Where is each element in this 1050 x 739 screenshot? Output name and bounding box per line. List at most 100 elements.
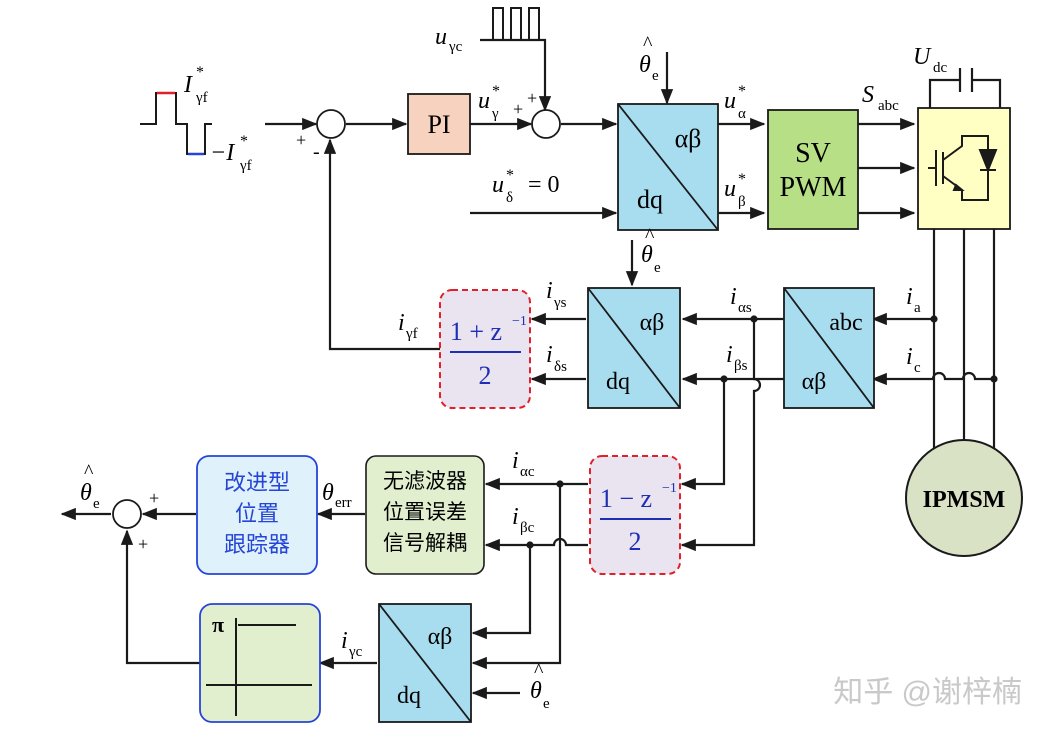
- decouple-line-2: 位置误差: [383, 501, 467, 524]
- i-a-label: i: [906, 284, 913, 310]
- u-alpha-label: u: [724, 88, 736, 114]
- polarity-compensation-block: π: [199, 603, 321, 723]
- iref-neg-star: *: [240, 133, 248, 150]
- feedback-park-top-label: αβ: [640, 310, 665, 336]
- s-abc-label: S: [862, 82, 874, 108]
- i-bs-sub: βs: [734, 358, 748, 374]
- ipmsm-motor: IPMSM: [905, 439, 1023, 557]
- reference-step-waveform: [140, 91, 212, 156]
- inverter-block: [917, 107, 1011, 230]
- lpf-denominator: 2: [479, 361, 492, 390]
- theta-hat-mid-caret: ^: [645, 225, 655, 247]
- i-gs-label: i: [546, 278, 553, 304]
- lpf-exponent: −1: [512, 314, 527, 329]
- hpf-exponent: −1: [662, 481, 677, 496]
- sum2-plus-left: +: [513, 99, 523, 119]
- summing-junction-current: [316, 109, 346, 139]
- lowpass-filter: 1 + z −1 2: [439, 289, 531, 409]
- u-alpha-sub: α: [738, 106, 746, 122]
- theta-hat-out-sub: e: [93, 496, 100, 512]
- clarke-transform: abc αβ: [783, 287, 875, 409]
- iref-neg-sub: γf: [239, 158, 252, 174]
- theta-err-label: θ: [322, 480, 334, 506]
- u-beta-sub: β: [738, 194, 746, 210]
- observer-line-2: 位置: [235, 501, 279, 526]
- carrier-park-transform: αβ dq: [378, 603, 472, 723]
- i-ds-label: i: [546, 342, 553, 368]
- i-gc-label: i: [341, 628, 348, 654]
- u-d-ref-eq: = 0: [528, 172, 560, 198]
- iref-neg-label: −I: [210, 140, 235, 166]
- hpf-denominator: 2: [629, 527, 642, 556]
- u-dc-label: U: [913, 44, 932, 70]
- iref-pos-star: *: [196, 64, 204, 81]
- iref-pos-label: I: [183, 72, 193, 98]
- signal-labels: I * γf −I * γf + - u γc u * γ + + u * δ …: [80, 24, 948, 712]
- decouple-line-3: 信号解耦: [383, 532, 467, 555]
- carrier-park-bottom-label: dq: [397, 683, 421, 709]
- sum1-minus: -: [313, 141, 320, 163]
- theta-err-sub: err: [335, 495, 352, 511]
- u-d-ref-sub: δ: [506, 190, 513, 206]
- u-g-ref-sub: γ: [491, 106, 499, 122]
- watermark: 知乎 @谢梓楠: [833, 676, 1022, 709]
- lpf-numerator: 1 + z: [450, 317, 502, 346]
- theta-hat-mid: θ: [641, 242, 653, 268]
- u-gc-sub: γc: [448, 39, 463, 55]
- injection-square-wave: [490, 7, 540, 41]
- inverse-park-bottom-label: dq: [637, 185, 663, 214]
- i-c-sub: c: [914, 360, 921, 376]
- observer-line-3: 跟踪器: [224, 532, 290, 557]
- u-alpha-star: *: [738, 83, 746, 100]
- i-c-label: i: [906, 344, 913, 370]
- s-abc-sub: abc: [878, 98, 899, 114]
- svpwm-label-2: PWM: [780, 172, 847, 203]
- u-g-ref-star: *: [492, 83, 500, 100]
- clarke-bottom-label: αβ: [802, 369, 827, 395]
- igbt-symbol: [928, 135, 998, 201]
- motor-label: IPMSM: [923, 487, 1006, 513]
- svpwm-label-1: SV: [795, 138, 831, 169]
- theta-hat-bottom-sub: e: [543, 696, 550, 712]
- decouple-line-1: 无滤波器: [383, 470, 467, 493]
- theta-hat-top-caret: ^: [643, 33, 653, 55]
- svpwm-block: SV PWM: [767, 109, 859, 230]
- theta-hat-out: θ: [80, 480, 92, 506]
- pi-box: [407, 93, 471, 155]
- summing-junction-injection: [531, 109, 561, 139]
- i-bs-label: i: [726, 342, 733, 368]
- highpass-filter: 1 − z −1 2: [589, 455, 681, 575]
- i-as-sub: αs: [738, 300, 752, 316]
- theta-hat-bottom: θ: [530, 678, 542, 704]
- i-a-sub: a: [914, 300, 921, 316]
- sum2-plus-top: +: [527, 88, 537, 108]
- feedback-park-transform: αβ dq: [587, 287, 681, 409]
- i-gc-sub: γc: [348, 644, 363, 660]
- i-gs-sub: γs: [553, 295, 567, 311]
- sum3-plus-bottom: +: [138, 534, 148, 554]
- inverse-park-transform: αβ dq: [617, 103, 719, 231]
- position-tracking-observer: 改进型 位置 跟踪器: [196, 455, 318, 575]
- clarke-top-label: abc: [829, 310, 862, 336]
- u-d-ref-label: u: [492, 172, 504, 198]
- i-ac-label: i: [512, 448, 519, 474]
- position-error-decoupling: 无滤波器 位置误差 信号解耦: [365, 455, 485, 575]
- u-gc-label: u: [435, 24, 447, 50]
- feedback-park-bottom-label: dq: [606, 369, 630, 395]
- i-gf-label: i: [398, 310, 405, 336]
- theta-hat-top-sub: e: [652, 68, 659, 84]
- sum1-plus: +: [296, 130, 306, 150]
- u-dc-sub: dc: [933, 60, 948, 76]
- quadrant-pi-label: π: [212, 612, 224, 637]
- i-gf-sub: γf: [405, 326, 418, 342]
- carrier-park-top-label: αβ: [428, 624, 453, 650]
- u-beta-label: u: [724, 176, 736, 202]
- i-as-label: i: [730, 284, 737, 310]
- pi-controller: PI: [407, 93, 471, 155]
- signal-wires: [60, 38, 1002, 700]
- observer-line-1: 改进型: [224, 470, 290, 495]
- theta-hat-bottom-caret: ^: [534, 660, 544, 682]
- i-ac-sub: αc: [520, 464, 535, 480]
- pi-label: PI: [427, 110, 450, 139]
